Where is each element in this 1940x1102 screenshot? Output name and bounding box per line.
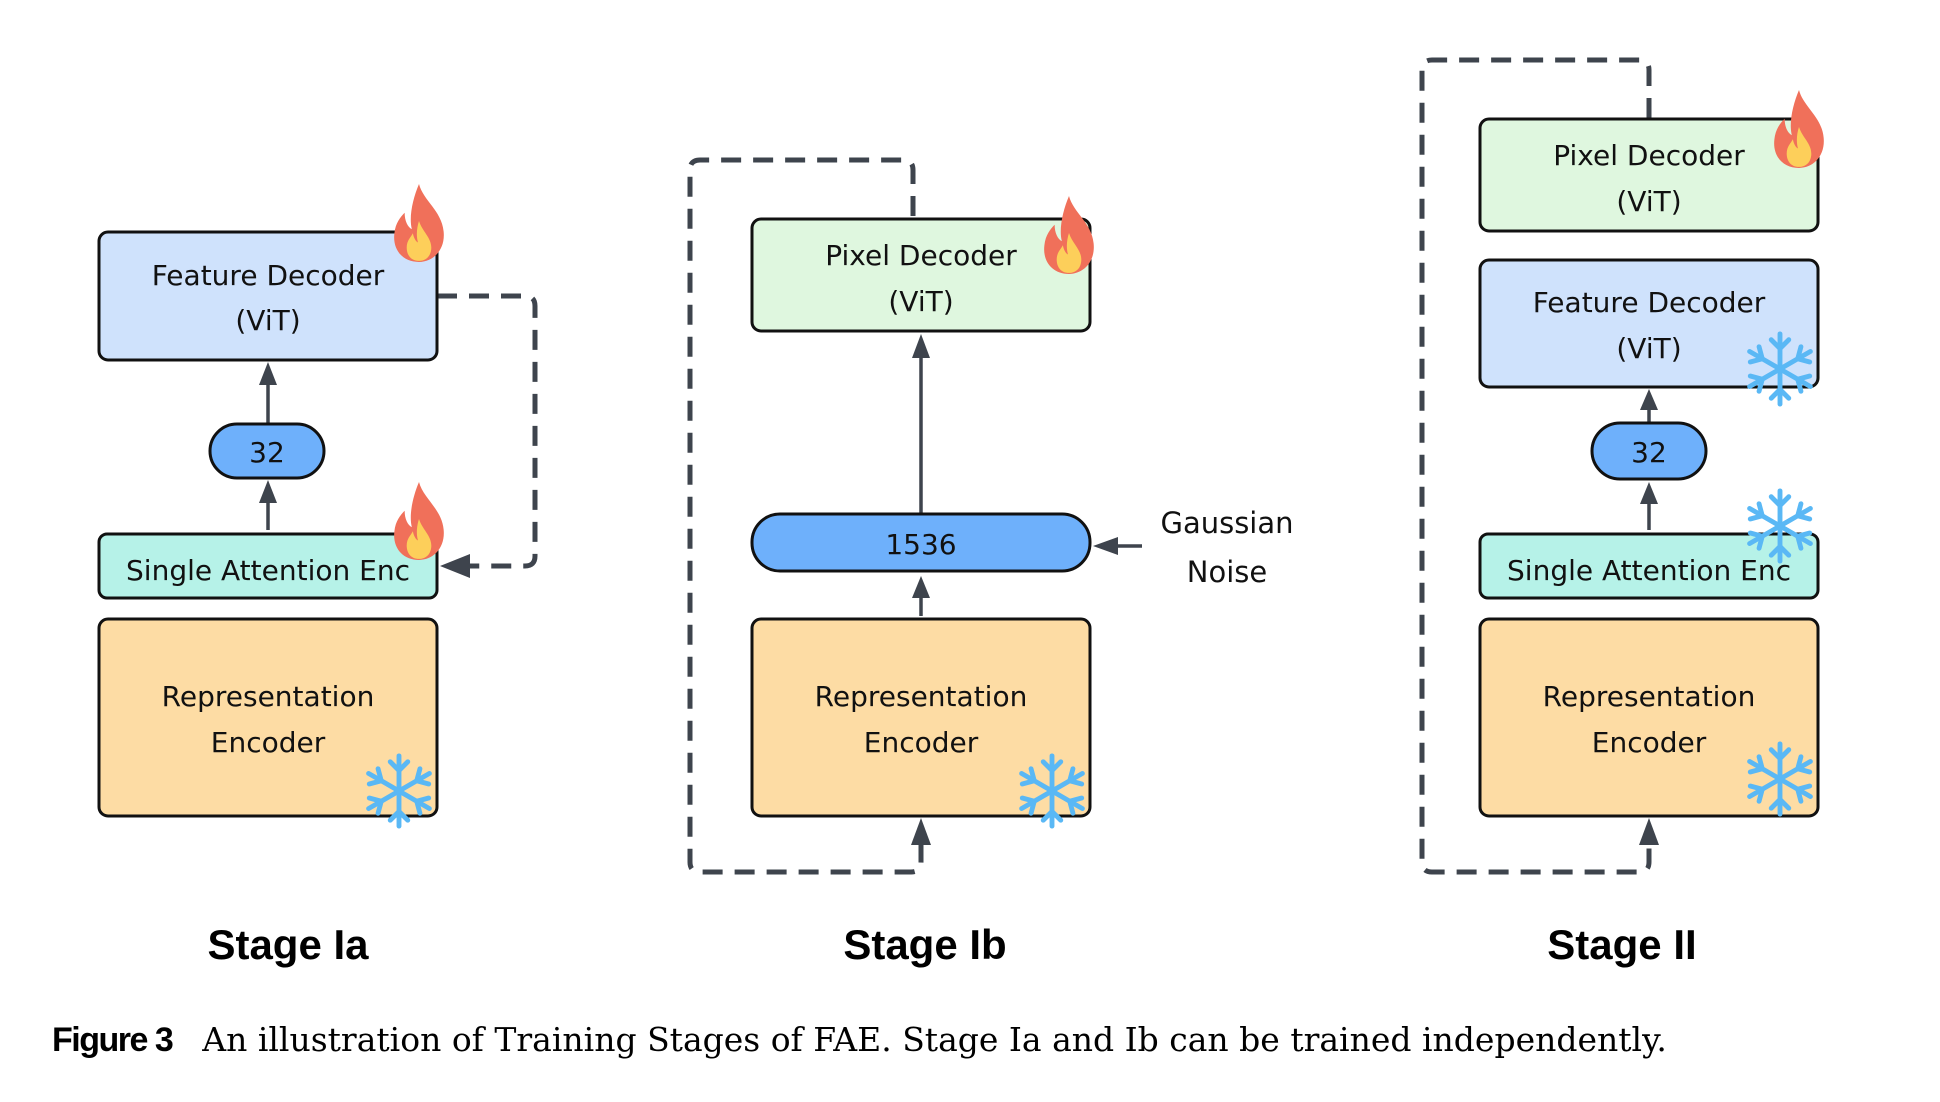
stage-ib-feedback-arrowhead [911,818,931,845]
stage-ib-arrowhead [912,334,930,358]
stage-ii-representation-encoder-sublabel: Encoder [1592,726,1707,759]
stage-ib-representation-encoder: Representation Encoder [750,617,1092,830]
stage-ib-latent-pill: 1536 [750,512,1092,573]
fire-icon [1774,90,1824,168]
stage-ii-arrowhead-2 [1640,482,1658,504]
stage-ib: Pixel Decoder (ViT) 1536 Gaussian Noise … [687,157,1294,968]
stage-ii-feature-decoder: Feature Decoder (ViT) [1478,258,1820,408]
stage-ia-arrowhead-2 [259,480,277,503]
stage-ii-feature-decoder-label: Feature Decoder [1533,286,1766,319]
stage-ia: Feature Decoder (ViT) 32 Single Attentio… [97,184,538,968]
gaussian-noise-label: Gaussian [1160,506,1293,540]
figure-caption-label: Figure 3 [52,1021,174,1059]
stage-ib-pixel-decoder: Pixel Decoder (ViT) [750,196,1094,333]
stage-ib-arrowhead-2 [912,576,930,598]
stage-ii-latent-pill: 32 [1590,421,1708,481]
stage-ia-feature-decoder: Feature Decoder (ViT) [97,184,444,362]
fire-icon [1044,196,1094,274]
stage-ib-representation-encoder-label: Representation [815,680,1028,713]
stage-ib-pixel-decoder-label: Pixel Decoder [825,239,1017,272]
stage-ib-feedback-dashed-line [687,157,924,875]
stage-ii-pixel-decoder: Pixel Decoder (ViT) [1478,90,1824,233]
stage-ib-latent-value: 1536 [885,528,956,561]
stage-ii-feature-decoder-sublabel: (ViT) [1616,332,1681,365]
stage-ii-representation-encoder-label: Representation [1543,680,1756,713]
stage-ii-arrowhead [1640,389,1658,410]
stage-ia-latent-pill: 32 [208,422,326,480]
stage-ia-representation-encoder-sublabel: Encoder [211,726,326,759]
stage-ia-representation-encoder: Representation Encoder [97,617,439,830]
stage-ii-representation-encoder: Representation Encoder [1478,617,1820,818]
stage-ii-feedback-arrowhead [1639,818,1659,845]
stage-ib-noise-arrowhead [1093,537,1118,555]
gaussian-noise-sublabel: Noise [1187,555,1267,589]
figure-caption: Figure 3 An illustration of Training Stag… [52,1020,1667,1060]
stage-ii-single-attention-enc: Single Attention Enc [1478,487,1820,600]
stage-ia-single-attention-enc-label: Single Attention Enc [126,554,410,587]
fire-icon [394,184,444,262]
stage-ia-single-attention-enc: Single Attention Enc [97,482,444,600]
stage-ia-feature-decoder-label: Feature Decoder [152,259,385,292]
stage-ib-label: Stage Ib [843,921,1006,968]
stage-ia-latent-value: 32 [249,436,285,469]
stage-ib-representation-encoder-sublabel: Encoder [864,726,979,759]
stage-ii-latent-value: 32 [1631,436,1667,469]
stage-ii-feedback-dashed-line [1419,57,1652,875]
stage-ii-single-attention-enc-label: Single Attention Enc [1507,554,1791,587]
stage-ii: Pixel Decoder (ViT) Feature Decoder (ViT… [1419,57,1824,968]
stage-ia-arrowhead [259,362,277,385]
stage-ia-feedback-dashed-line [437,293,538,569]
stage-ib-pixel-decoder-sublabel: (ViT) [888,285,953,318]
stage-ii-pixel-decoder-label: Pixel Decoder [1553,139,1745,172]
fire-icon [394,482,444,560]
stage-ia-feature-decoder-sublabel: (ViT) [235,304,300,337]
figure-caption-text: An illustration of Training Stages of FA… [202,1020,1667,1059]
stage-ia-feedback-arrowhead [440,554,470,578]
stage-ii-label: Stage II [1547,921,1696,968]
stage-ia-representation-encoder-label: Representation [162,680,375,713]
stage-ia-label: Stage Ia [207,921,369,968]
stage-ii-pixel-decoder-sublabel: (ViT) [1616,185,1681,218]
